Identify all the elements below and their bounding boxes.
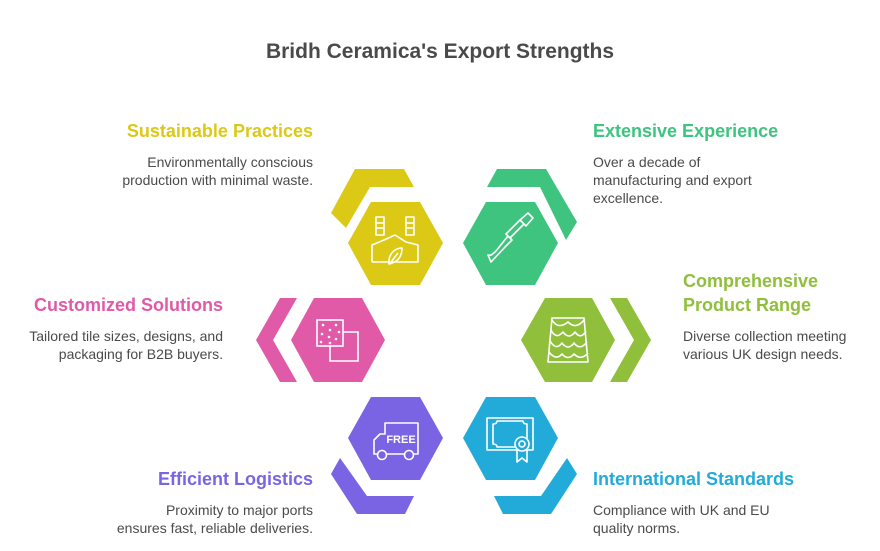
- efficient-logistics-description: Proximity to major ports ensures fast, r…: [116, 502, 313, 536]
- chevron-left: [256, 298, 297, 382]
- chevron-bottom-right: [494, 458, 577, 514]
- customized-solutions-description: Tailored tile sizes, designs, and packag…: [29, 328, 223, 362]
- eco-factory-icon: [371, 216, 419, 265]
- sustainable-practices-hexagon: [331, 169, 443, 285]
- extensive-experience-block: Extensive Experience Over a decade of ma…: [593, 119, 853, 207]
- efficient-logistics-title: Efficient Logistics: [157, 469, 313, 489]
- product-range-block: Comprehensive Product Range Diverse coll…: [683, 269, 873, 363]
- tile-samples-icon: [316, 319, 359, 362]
- chevron-bottom-left: [331, 458, 414, 514]
- chevron-top-left: [331, 169, 414, 228]
- free-delivery-truck-icon: FREE: [373, 422, 419, 461]
- international-standards-block: International Standards Compliance with …: [593, 467, 853, 537]
- efficient-logistics-block: Efficient Logistics Proximity to major p…: [73, 467, 313, 537]
- extensive-experience-title: Extensive Experience: [593, 121, 779, 141]
- product-range-description: Diverse collection meeting various UK de…: [683, 328, 847, 362]
- sustainable-practices-description: Environmentally conscious production wit…: [122, 154, 313, 188]
- international-standards-hexagon: [463, 397, 577, 514]
- sustainable-practices-title: Sustainable Practices: [126, 121, 313, 141]
- customized-solutions-block: Customized Solutions Tailored tile sizes…: [0, 293, 223, 363]
- customized-solutions-title: Customized Solutions: [34, 295, 223, 315]
- extensive-experience-description: Over a decade of manufacturing and expor…: [593, 154, 752, 206]
- certificate-icon: [486, 417, 534, 463]
- extensive-experience-hexagon: [463, 169, 577, 285]
- product-range-title: Comprehensive Product Range: [683, 271, 819, 315]
- free-label: FREE: [386, 434, 415, 446]
- customized-solutions-hexagon: [256, 298, 385, 382]
- product-range-hexagon: [521, 298, 651, 382]
- roof-tiles-icon: [547, 317, 589, 363]
- efficient-logistics-hexagon: FREE: [331, 397, 443, 514]
- chevron-right: [610, 298, 651, 382]
- international-standards-title: International Standards: [593, 469, 795, 489]
- sustainable-practices-block: Sustainable Practices Environmentally co…: [73, 119, 313, 189]
- chisel-icon: [487, 212, 534, 263]
- international-standards-description: Compliance with UK and EU quality norms.: [593, 502, 770, 536]
- page-title: Bridh Ceramica's Export Strengths: [265, 40, 615, 63]
- chevron-top-right: [487, 169, 577, 240]
